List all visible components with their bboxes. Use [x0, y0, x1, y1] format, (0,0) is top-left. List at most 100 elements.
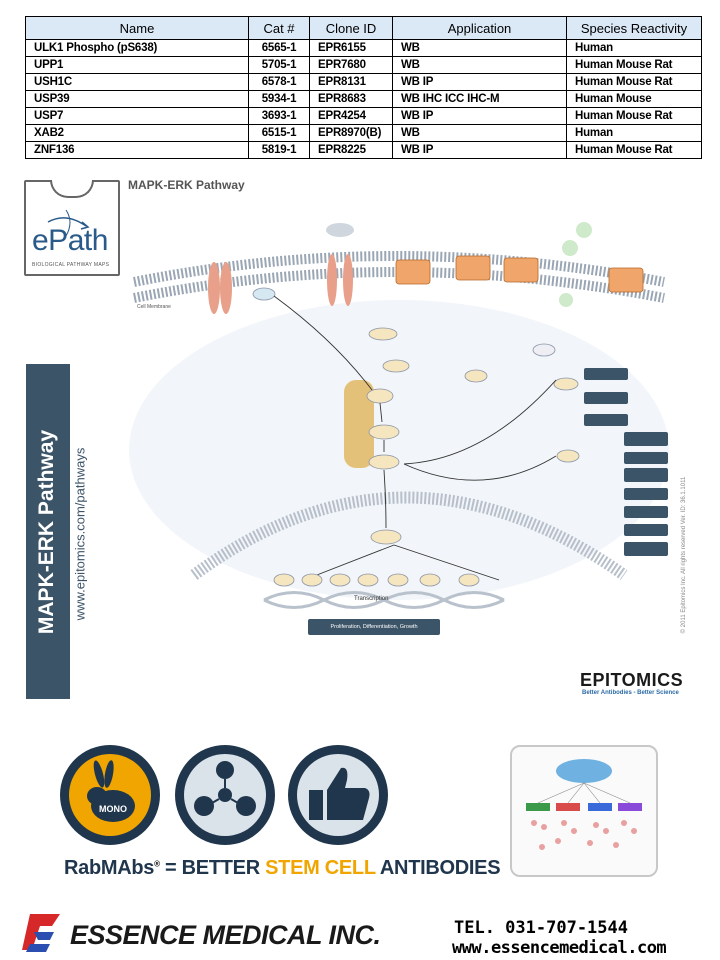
- epitomics-logo: EPITOMICS: [580, 670, 684, 690]
- cytoplasm: [129, 300, 669, 600]
- company-name: ESSENCE MEDICAL INC.: [70, 920, 381, 950]
- outcome-boxes: [584, 368, 668, 556]
- side-url: www.epitomics.com/pathways: [72, 447, 88, 621]
- registered-mark: ®: [154, 859, 160, 869]
- rabmabs-brand: RabMAbs: [64, 857, 155, 879]
- epath-arrows-icon: [47, 209, 90, 237]
- cell-species: Human: [566, 124, 702, 142]
- copyright-text: © 2011 Epitomics Inc. All rights reserve…: [681, 476, 687, 634]
- mono-label: MONO: [99, 804, 127, 814]
- cell-cat: 5705-1: [248, 56, 310, 74]
- slogan-antibodies: ANTIBODIES: [375, 857, 501, 879]
- slogan-stem-cell: STEM CELL: [265, 857, 376, 879]
- cell-membrane-label: Cell Membrane: [137, 304, 171, 310]
- header-application: Application: [392, 16, 567, 40]
- cell-cat: 5934-1: [248, 90, 310, 108]
- cell-clone: EPR6155: [309, 39, 393, 57]
- cell-name: ULK1 Phospho (pS638): [25, 39, 249, 57]
- cell-species: Human: [566, 39, 702, 57]
- transcription-label: Transcription: [354, 596, 389, 602]
- website-url[interactable]: www.essencemedical.com: [452, 938, 667, 958]
- pathway-thumbnail-image: [526, 759, 642, 850]
- cell-application: WB IP: [392, 141, 567, 159]
- cell-name: ZNF136: [25, 141, 249, 159]
- cell-species: Human Mouse Rat: [566, 107, 702, 125]
- rabmabs-slogan: RabMAbs® = BETTER STEM CELL ANTIBODIES: [64, 857, 501, 880]
- cell-clone: EPR8225: [309, 141, 393, 159]
- header-clone: Clone ID: [309, 16, 393, 40]
- header-species: Species Reactivity: [566, 16, 702, 40]
- epitomics-tagline: Better Antibodies - Better Science: [582, 690, 679, 696]
- product-table: Name Cat # Clone ID Application Species …: [25, 16, 702, 159]
- cell-name: USP39: [25, 90, 249, 108]
- thumbs-up-badge: [288, 745, 388, 845]
- thumbs-up-icon: [309, 767, 370, 820]
- cell-clone: EPR7680: [309, 56, 393, 74]
- rabbit-icon: [87, 760, 135, 822]
- ca-ion: [576, 222, 592, 238]
- cell-cat: 6515-1: [248, 124, 310, 142]
- ca-ion: [562, 240, 578, 256]
- gpcr-receptors: [395, 255, 644, 293]
- growth-factor-receptor: [326, 223, 354, 306]
- side-band: [26, 364, 70, 699]
- cell-membrane: [133, 251, 665, 287]
- cell-clone: EPR8683: [309, 90, 393, 108]
- integrin-receptor: [208, 262, 232, 314]
- cell-application: WB: [392, 39, 567, 57]
- cell-name: USP7: [25, 107, 249, 125]
- cell-application: WB IHC ICC IHC-M: [392, 90, 567, 108]
- cell-application: WB IP: [392, 107, 567, 125]
- cell-cat: 6565-1: [248, 39, 310, 57]
- scaffold-protein: [344, 380, 374, 468]
- cell-clone: EPR8970(B): [309, 124, 393, 142]
- cell-species: Human Mouse Rat: [566, 73, 702, 91]
- cell-application: WB IP: [392, 73, 567, 91]
- table-header-row: Name Cat # Clone ID Application Species …: [25, 16, 702, 40]
- cell-clone: EPR8131: [309, 73, 393, 91]
- side-title: MAPK-ERK Pathway: [35, 429, 58, 635]
- mono-badge: MONO: [60, 745, 160, 845]
- cell-application: WB: [392, 124, 567, 142]
- cell-species: Human Mouse Rat: [566, 56, 702, 74]
- cell-name: UPP1: [25, 56, 249, 74]
- dna-helix: [263, 591, 505, 609]
- cell-species: Human Mouse: [566, 90, 702, 108]
- cell-species: Human Mouse Rat: [566, 141, 702, 159]
- cell-clone: EPR4254: [309, 107, 393, 125]
- pathway-nodes: [252, 287, 580, 545]
- cell-cat: 6578-1: [248, 73, 310, 91]
- epath-logo-subtitle: BIOLOGICAL PATHWAY MAPS: [32, 262, 110, 268]
- cell-application: WB: [392, 56, 567, 74]
- nuclear-membrane: [190, 491, 628, 580]
- cell-cat: 5819-1: [248, 141, 310, 159]
- cell-name: XAB2: [25, 124, 249, 142]
- cell-name: USH1C: [25, 73, 249, 91]
- epath-logo: ePath BIOLOGICAL PATHWAY MAPS: [24, 180, 120, 276]
- rabmab-badges: MONO: [60, 745, 410, 845]
- output-box: Proliferation, Differentiation, Growth: [308, 619, 440, 635]
- phone-number: TEL. 031-707-1544: [454, 918, 628, 938]
- stem-cell-badge: [175, 745, 275, 845]
- stem-cell-icon: [194, 761, 256, 816]
- pathway-arrows: [273, 295, 557, 581]
- essence-logo-icon: [22, 914, 60, 952]
- epath-logo-text: ePath: [32, 224, 108, 257]
- header-name: Name: [25, 16, 249, 40]
- pathway-poster: ePath BIOLOGICAL PATHWAY MAPS MAPK-ERK P…: [24, 170, 704, 705]
- header-cat: Cat #: [248, 16, 310, 40]
- pathway-diagram: [129, 222, 669, 609]
- transcription-factors: [273, 573, 480, 587]
- slogan-equals: = BETTER: [159, 857, 266, 879]
- cell-cat: 3693-1: [248, 107, 310, 125]
- pathway-thumbnail: [510, 745, 658, 877]
- poster-title: MAPK-ERK Pathway: [128, 178, 245, 192]
- ca-ion: [559, 293, 573, 307]
